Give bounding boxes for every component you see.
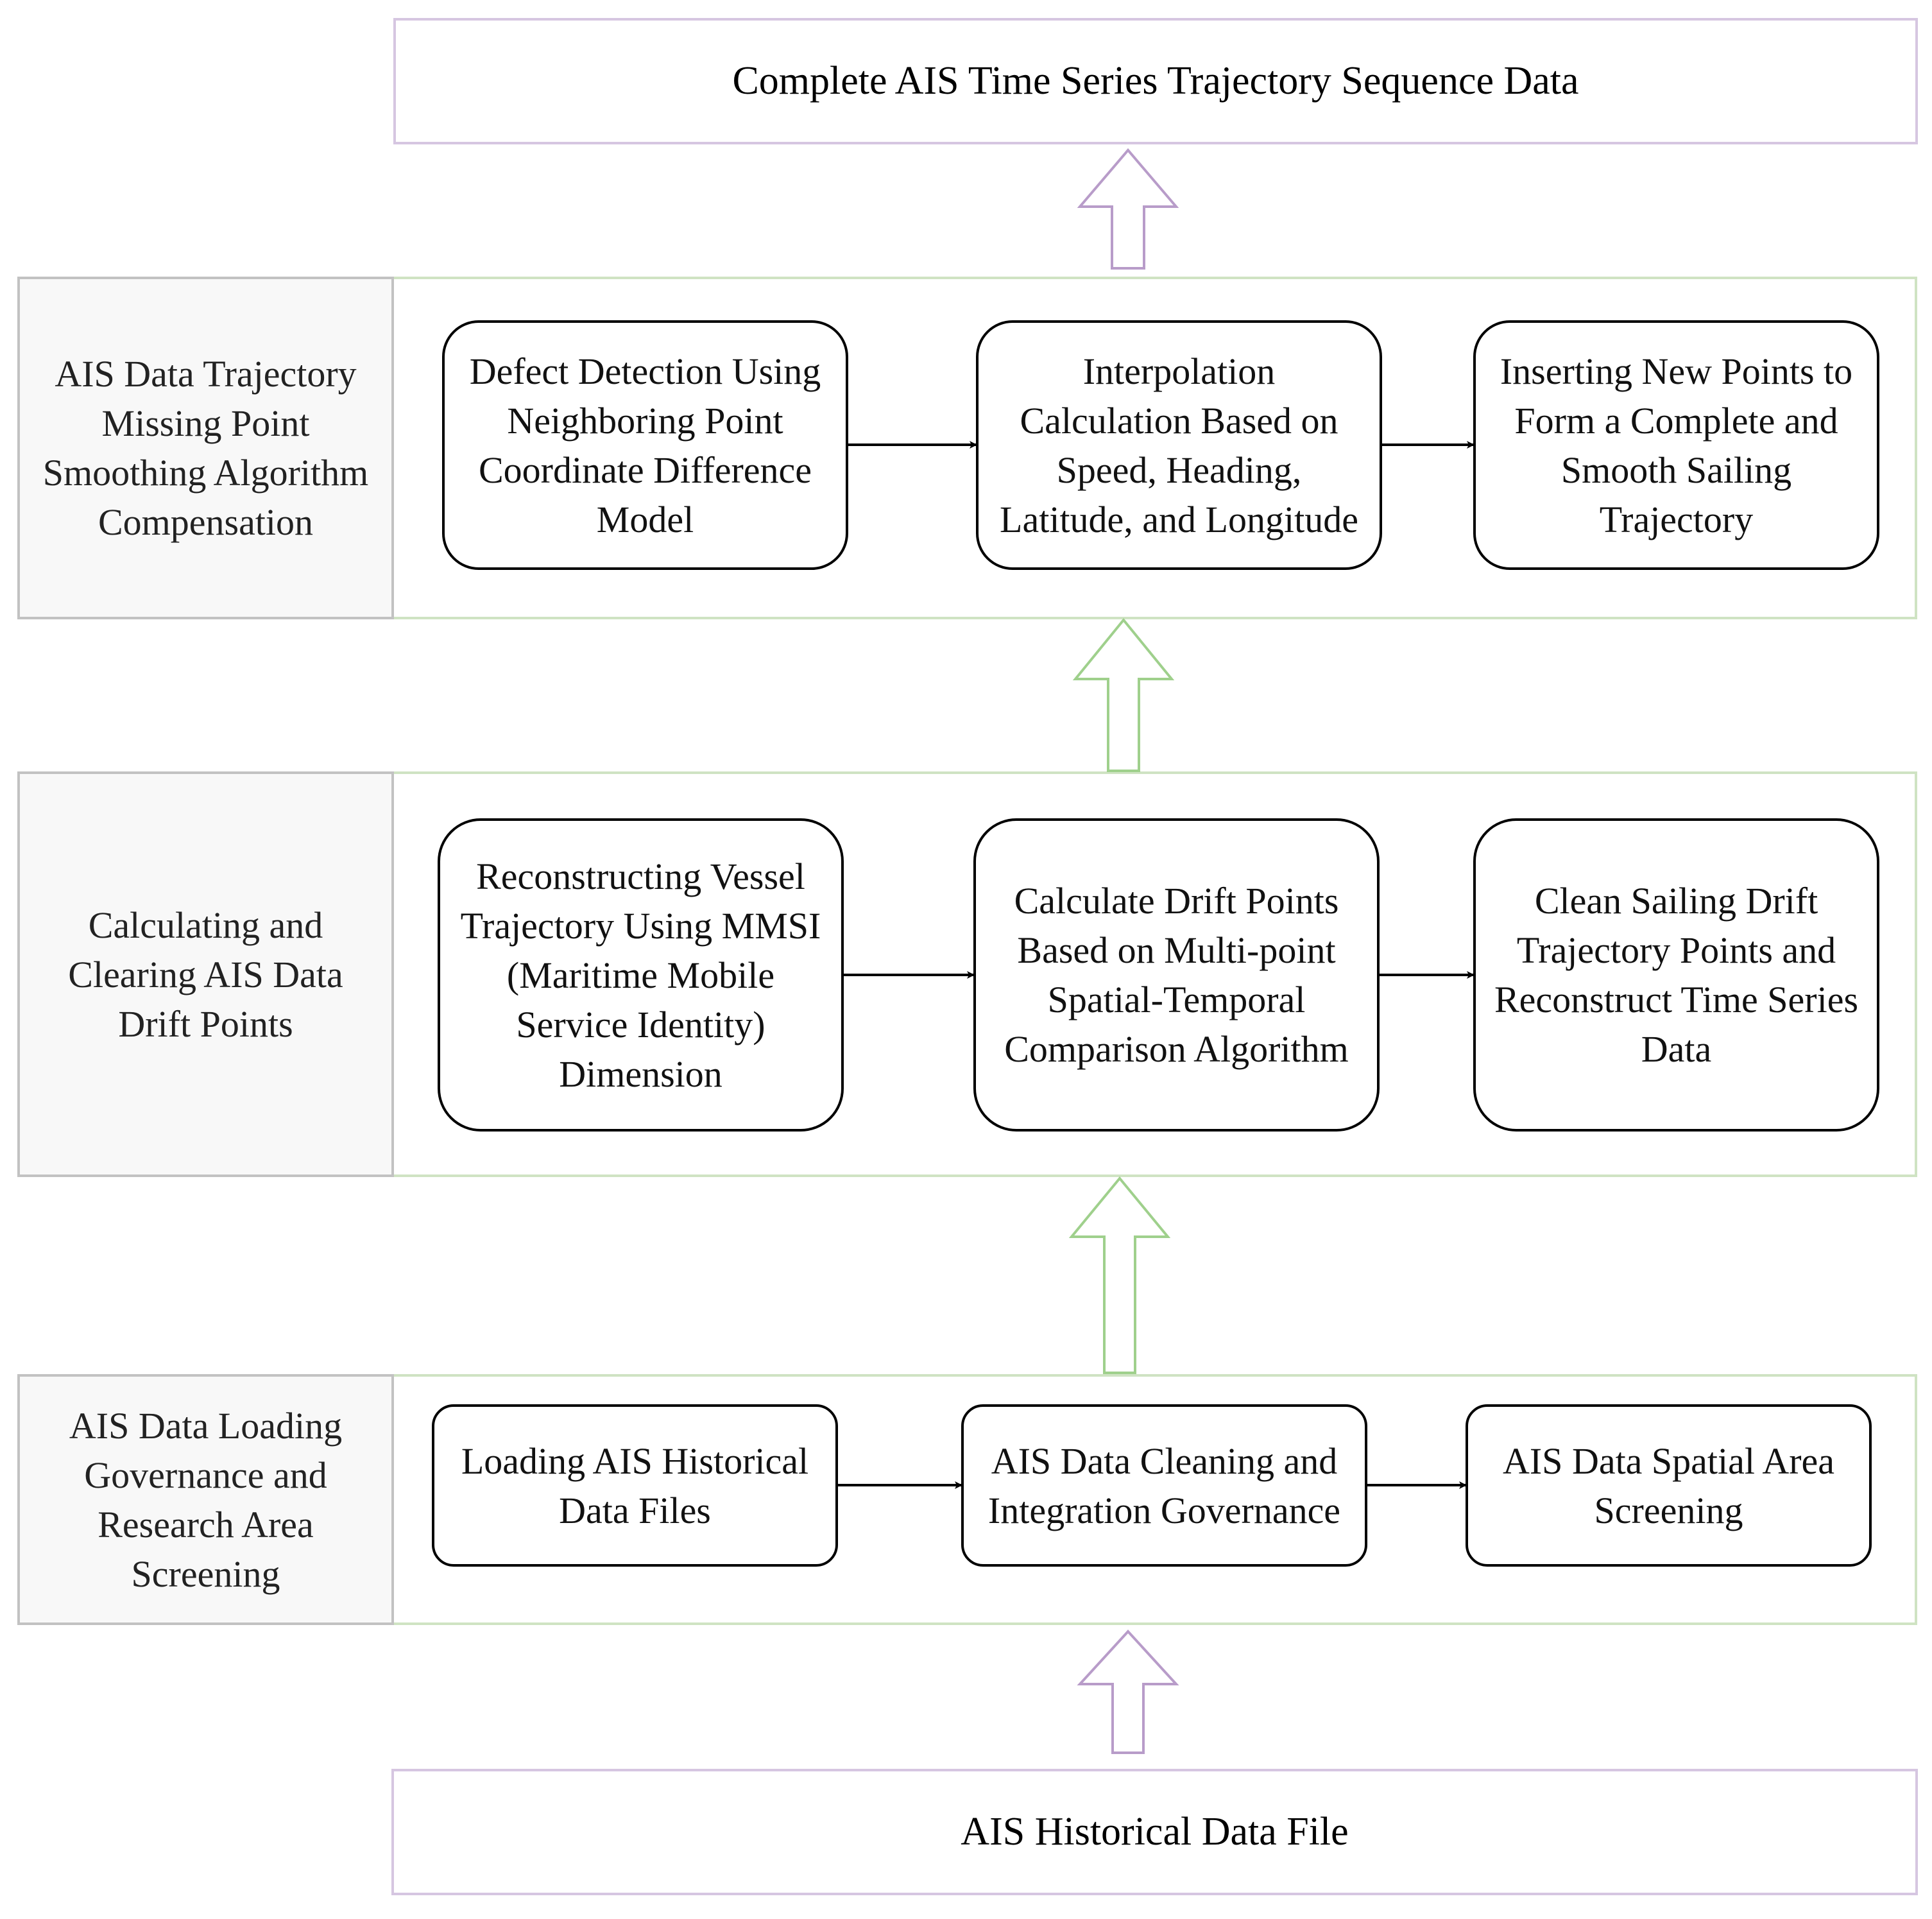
step-text-defect-detection: Defect Detection Using Neighboring Point… [443, 322, 847, 569]
step-text-line: (Maritime Mobile [506, 954, 775, 996]
section-label-line: Drift Points [118, 1003, 293, 1045]
step-text-line: Smooth Sailing [1560, 449, 1792, 491]
section-label-cell-drift [17, 771, 394, 1177]
step-text-line: Neighboring Point [507, 399, 783, 442]
step-text-line: AIS Data Cleaning and [991, 1440, 1338, 1482]
step-text-line: AIS Data Spatial Area [1502, 1440, 1834, 1482]
section-label-line: Research Area [98, 1503, 314, 1545]
step-text-line: Defect Detection Using [469, 350, 821, 392]
section-label-line: AIS Data Loading [69, 1404, 343, 1447]
section-label-line: Clearing AIS Data [68, 953, 343, 995]
step-text-clean-drift: Clean Sailing Drift Trajectory Points an… [1475, 820, 1878, 1130]
step-text-line: Integration Governance [987, 1489, 1341, 1531]
section-label-line: Smoothing Algorithm [42, 452, 369, 494]
step-text-line: Clean Sailing Drift [1534, 880, 1818, 922]
section-label-line: Screening [131, 1553, 280, 1595]
step-text-spatial-screening: AIS Data Spatial Area Screening [1467, 1406, 1870, 1565]
output-label: Complete AIS Time Series Trajectory Sequ… [732, 59, 1579, 103]
step-text-loading-files: Loading AIS Historical Data Files [433, 1406, 837, 1565]
step-text-calculate-drift: Calculate Drift Points Based on Multi-po… [975, 820, 1378, 1130]
step-text-line: Model [596, 498, 694, 540]
block-arrow-drift-to-smoothing [1072, 617, 1175, 772]
step-text-line: Data Files [559, 1489, 711, 1531]
step-text-line: Comparison Algorithm [1004, 1028, 1349, 1070]
section-label-cell-loading [17, 1374, 394, 1625]
step-text-line: Inserting New Points to [1500, 350, 1853, 392]
block-arrow-loading-to-drift [1068, 1176, 1171, 1374]
step-text-line: Interpolation [1082, 350, 1276, 392]
step-text-line: Trajectory Points and [1516, 929, 1836, 971]
step-text-line: Form a Complete and [1514, 399, 1838, 442]
step-text-line: Speed, Heading, [1056, 449, 1302, 491]
step-box-spatial-screening [1466, 1404, 1872, 1567]
section-label-loading: AIS Data Loading Governance and Research… [19, 1375, 393, 1624]
section-label-drift: Calculating and Clearing AIS Data Drift … [19, 773, 393, 1176]
step-text-inserting-points: Inserting New Points to Form a Complete … [1475, 322, 1878, 569]
section-label-smoothing: AIS Data Trajectory Missing Point Smooth… [19, 278, 393, 618]
input-box [391, 1769, 1918, 1895]
section-label-cell-smoothing [17, 277, 394, 619]
step-text-line: Coordinate Difference [478, 449, 812, 491]
step-text-line: Based on Multi-point [1017, 929, 1336, 971]
step-text-line: Spatial-Temporal [1047, 979, 1306, 1020]
step-text-line: Reconstruct Time Series [1494, 979, 1859, 1020]
step-text-line: Calculation Based on [1020, 399, 1338, 442]
section-label-line: AIS Data Trajectory [55, 353, 357, 395]
block-arrow-smoothing-to-output [1077, 148, 1179, 270]
section-label-line: Compensation [98, 501, 314, 543]
step-text-interpolation: Interpolation Calculation Based on Speed… [977, 322, 1381, 569]
section-label-line: Governance and [84, 1454, 327, 1496]
step-text-line: Dimension [559, 1053, 722, 1095]
section-label-line: Calculating and [88, 904, 323, 946]
step-text-line: Reconstructing Vessel [476, 855, 805, 897]
step-text-line: Calculate Drift Points [1014, 880, 1339, 922]
step-text-line: Trajectory Using MMSI [460, 904, 821, 947]
step-text-line: Screening [1594, 1489, 1743, 1531]
output-box [393, 18, 1918, 144]
step-box-inserting-points [1473, 320, 1879, 570]
step-text-line: Latitude, and Longitude [1000, 498, 1358, 540]
step-text-reconstructing: Reconstructing Vessel Trajectory Using M… [439, 820, 842, 1130]
step-text-line: Data [1641, 1028, 1712, 1070]
step-text-line: Trajectory [1599, 498, 1754, 540]
input-label: AIS Historical Data File [961, 1810, 1349, 1854]
section-label-line: Missing Point [101, 402, 310, 444]
block-arrow-input-to-loading [1077, 1630, 1179, 1754]
step-text-line: Loading AIS Historical [461, 1440, 809, 1482]
step-box-clean-drift [1473, 818, 1879, 1132]
step-text-line: Service Identity) [516, 1003, 765, 1046]
step-text-cleaning-integration: AIS Data Cleaning and Integration Govern… [962, 1406, 1366, 1565]
